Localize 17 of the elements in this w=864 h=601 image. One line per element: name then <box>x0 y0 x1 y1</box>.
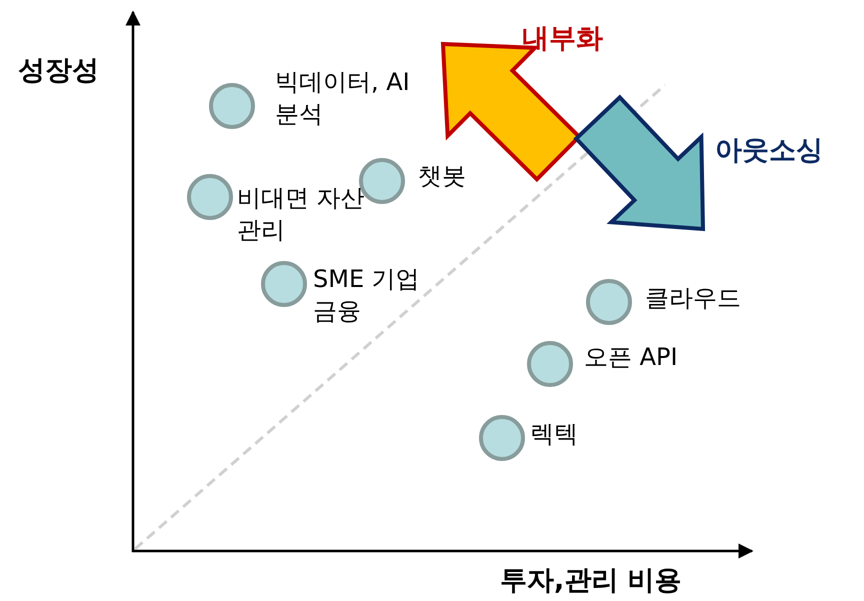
point-label: 렉텍 <box>530 419 579 450</box>
circle-marker <box>479 415 525 461</box>
arrow-caption: 아웃소싱 <box>715 134 823 168</box>
x-axis-title: 투자,관리 비용 <box>500 564 682 598</box>
point-label: 클라우드 <box>645 283 742 314</box>
y-axis-title: 성장성 <box>18 54 99 88</box>
arrow-caption: 내부화 <box>522 22 603 56</box>
point-label: 챗봇 <box>418 161 467 192</box>
point-label: 비대면 자산관리 <box>237 183 366 246</box>
point-label: 빅데이터, AI 분석 <box>275 67 411 130</box>
point-label: 오픈 API <box>584 342 679 373</box>
circle-marker <box>187 174 233 220</box>
circle-marker <box>527 341 573 387</box>
circle-marker <box>261 261 307 307</box>
circle-marker <box>586 279 632 325</box>
point-label: SME 기업금융 <box>313 264 421 327</box>
circle-marker <box>209 83 255 129</box>
